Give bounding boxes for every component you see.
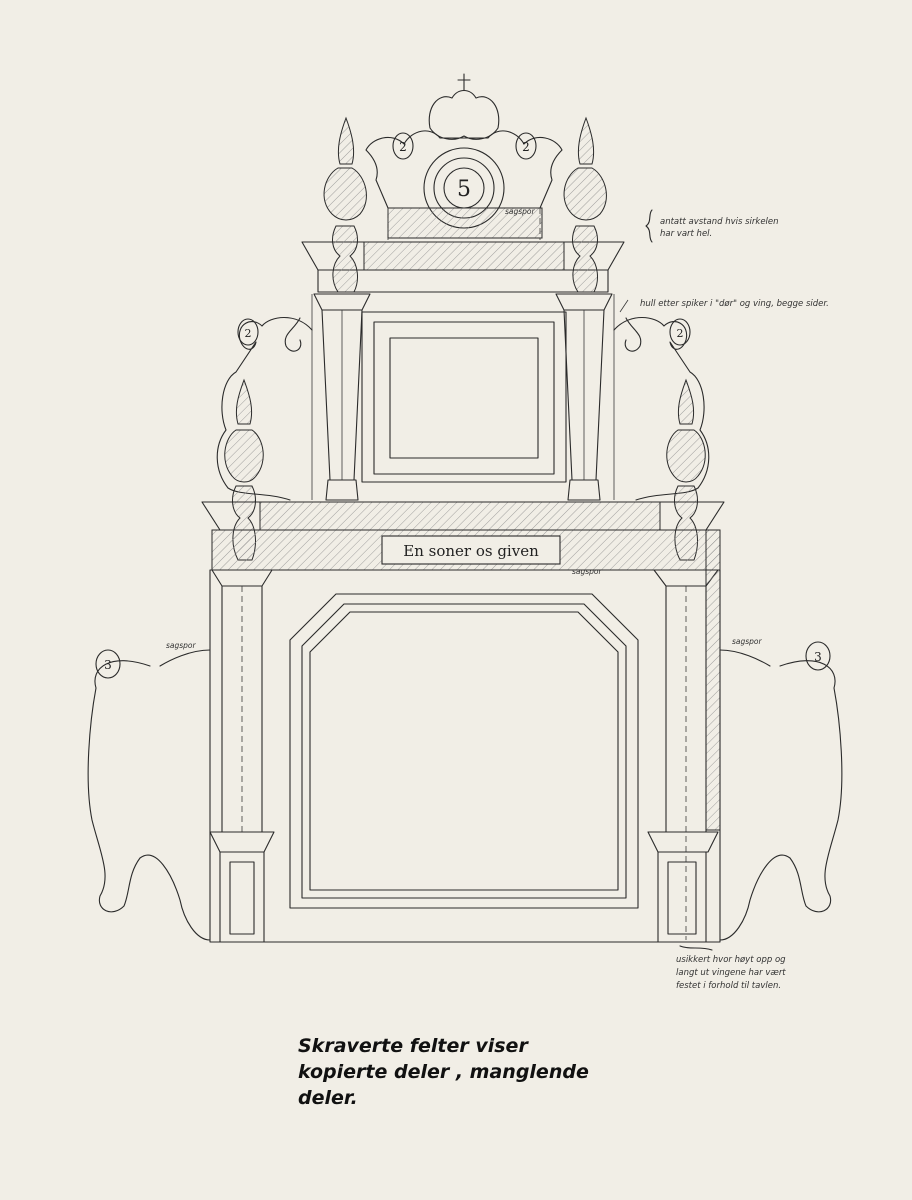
inscription-text: En soner os given	[403, 542, 539, 560]
top-scroll-frame	[365, 130, 563, 209]
caption-line3: deler.	[298, 1087, 358, 1109]
top-small-medallion-right: 2	[515, 132, 537, 160]
crown-ornament	[428, 89, 500, 140]
upper-panel-frame	[311, 293, 615, 501]
svg-text:2: 2	[522, 140, 530, 154]
upper-cornice-hatched	[363, 241, 565, 271]
main-frame-outline	[209, 569, 721, 943]
crown-number: 5	[457, 177, 471, 202]
sagspor-right-label: sagspor	[732, 637, 763, 646]
uncertain-note-line3: festet i forhold til tavlen.	[676, 981, 781, 991]
left-pilaster	[209, 569, 275, 943]
sagspor-left-label: sagspor	[166, 641, 197, 650]
right-pilaster-hatched	[705, 529, 721, 831]
svg-text:2: 2	[677, 327, 684, 340]
uncertain-note-line1: usikkert hvor høyt opp og	[676, 955, 786, 965]
lower-left-wing: 3 sagspor	[87, 641, 211, 941]
caption-line1: Skraverte felter viser	[298, 1035, 529, 1057]
top-small-medallion-left: 2	[392, 132, 414, 160]
svg-text:3: 3	[814, 650, 822, 664]
nail-holes-note: hull etter spiker i "dør" og ving, begge…	[640, 299, 829, 309]
svg-text:3: 3	[104, 658, 112, 672]
distance-note-line1: antatt avstand hvis sirkelen	[660, 217, 779, 227]
main-panel	[289, 593, 639, 909]
sagspor-top-label: sagspor	[505, 207, 536, 216]
uncertain-note-line2: langt ut vingene har vært	[676, 968, 786, 978]
upper-right-finial	[563, 116, 607, 293]
upper-left-wing: 2	[216, 316, 313, 501]
inscription-plate	[381, 535, 561, 565]
sagspor-mid-label: sagspor	[572, 567, 603, 576]
main-cornice-hatched	[259, 501, 661, 531]
caption-line2: kopierte deler , manglende	[298, 1061, 589, 1083]
upper-left-finial	[323, 116, 367, 293]
top-hatched-band	[387, 207, 543, 239]
svg-text:2: 2	[245, 327, 252, 340]
crown-cross-icon	[457, 73, 471, 91]
svg-text:2: 2	[399, 140, 407, 154]
upper-right-wing: 2	[613, 316, 710, 501]
distance-note-line2: har vart hel.	[660, 229, 712, 239]
lower-right-wing: 3 sagspor	[719, 637, 843, 941]
